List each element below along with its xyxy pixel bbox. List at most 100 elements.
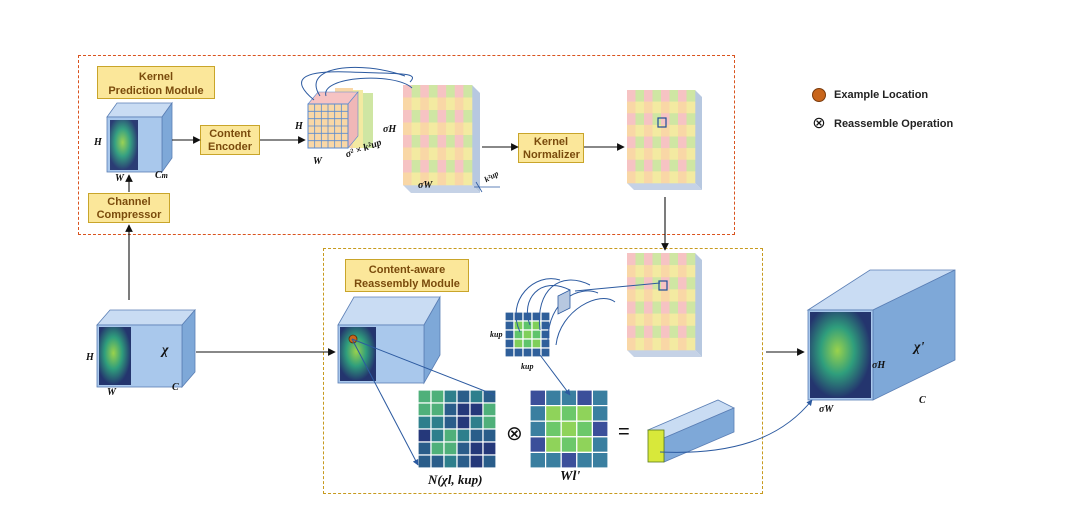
checker-cell (403, 147, 412, 161)
checker-cell (678, 101, 687, 114)
checker-cell (446, 85, 456, 98)
grid-cell (560, 451, 578, 469)
grid-cell (576, 436, 593, 453)
checker-cell (669, 301, 679, 314)
checker-cell (678, 253, 687, 266)
checker-cell (411, 122, 421, 136)
checker-cell (635, 289, 645, 302)
reshape-sigmaH-label: σH (383, 124, 397, 135)
checker-cell (644, 265, 653, 278)
checker-cell (678, 265, 687, 278)
checker-cell (635, 148, 645, 161)
channel-compressor-text: Channel Compressor (96, 196, 162, 221)
grid-cell (529, 389, 547, 407)
checker-cell (661, 313, 670, 327)
checker-cell (420, 85, 430, 98)
checker-cell (661, 253, 670, 266)
checker-cell (463, 110, 473, 123)
checker-cell (463, 135, 473, 148)
grid-cell (540, 338, 551, 349)
grid-cell (591, 389, 609, 407)
checker-cell (678, 289, 687, 302)
checker-cell (661, 159, 670, 172)
grid-cell (482, 428, 497, 443)
grid-cell (522, 320, 533, 331)
checker-cell (661, 265, 670, 278)
checker-cell (403, 160, 412, 173)
checker-cell (661, 277, 670, 290)
grid-cell (482, 402, 497, 417)
checker-cell (411, 135, 421, 148)
checker-cell (420, 97, 430, 111)
normalized-kernel-map (627, 90, 702, 190)
neighborhood-label: N(χl, kup) (428, 472, 483, 487)
grid-cell (469, 441, 484, 456)
checker-cell (463, 85, 473, 98)
checker-cell (428, 160, 438, 173)
grid-cell (417, 428, 432, 443)
checker-cell (644, 171, 653, 184)
grid-cell (504, 311, 515, 322)
out-sigmaH-label: σH (872, 360, 886, 371)
checker-cell (644, 124, 653, 137)
checker-cell (686, 265, 696, 278)
checker-cell (428, 135, 438, 148)
checker-cell (635, 171, 645, 184)
grid-cell (430, 441, 445, 456)
grid-cell (522, 329, 533, 340)
checker-cell (669, 124, 679, 137)
checker-cell (411, 147, 421, 161)
grid-cell (443, 441, 458, 456)
checker-cell (661, 171, 670, 184)
checker-cell (652, 289, 662, 302)
checker-cell (652, 124, 662, 137)
grid-cell (417, 454, 432, 469)
grid-cell (529, 451, 547, 469)
checker-cell (627, 325, 636, 339)
enc-H-label: H (295, 121, 303, 132)
checker-cell (635, 337, 645, 351)
grid-cell (482, 454, 497, 469)
checker-cell (686, 253, 696, 266)
checker-cell (644, 90, 653, 102)
grid-cell (504, 338, 515, 349)
checker-cell (635, 101, 645, 114)
checker-cell (678, 159, 687, 172)
checker-cell (627, 337, 636, 351)
out-C-label: C (919, 395, 926, 406)
checker-cell (652, 265, 662, 278)
grid-cell (544, 389, 562, 407)
patch-kup-bottom: kup (521, 362, 534, 371)
grid-cell (469, 428, 484, 443)
grid-cell (430, 454, 445, 469)
checker-cell (403, 135, 412, 148)
checker-cell (669, 265, 679, 278)
grid-cell (443, 415, 458, 430)
checker-cell (635, 136, 645, 149)
grid-cell (544, 420, 562, 438)
checker-cell (627, 289, 636, 302)
grid-cell (469, 415, 484, 430)
grid-cell (513, 311, 524, 322)
checker-cell (446, 135, 456, 148)
patch-kup-left: kup (490, 330, 503, 339)
kernel-normalizer-box: Kernel Normalizer (518, 133, 584, 163)
checker-cell (463, 147, 473, 161)
grid-cell (531, 329, 542, 340)
reassembled-vector (647, 399, 735, 463)
checker-cell (661, 325, 670, 339)
output-feature-cube (806, 269, 956, 401)
checker-cell (454, 122, 464, 136)
checker-cell (627, 101, 636, 114)
checker-cell (678, 313, 687, 327)
checker-cell (652, 171, 662, 184)
grid-cell (456, 402, 471, 417)
checker-cell (627, 301, 636, 314)
grid-cell (531, 338, 542, 349)
checker-cell (652, 313, 662, 327)
checker-cell (437, 97, 447, 111)
grid-cell (456, 415, 471, 430)
checker-cell (420, 160, 430, 173)
grid-cell (544, 451, 562, 469)
checker-cell (420, 110, 430, 123)
